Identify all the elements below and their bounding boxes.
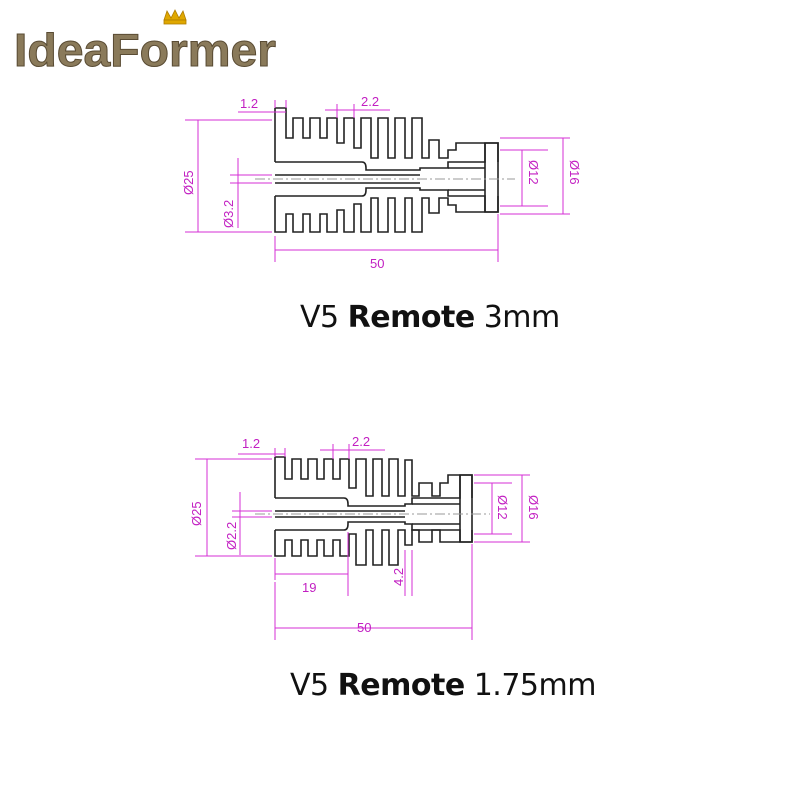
caption-name: Remote xyxy=(337,668,466,703)
caption-v5-remote-1-75mm: V5 Remote 1.75mm xyxy=(290,668,596,703)
caption-model: V5 xyxy=(300,300,339,335)
crown-icon xyxy=(163,9,187,25)
dimension-lines xyxy=(185,100,570,262)
heatsink-outline xyxy=(255,107,515,233)
dimension-lines xyxy=(195,444,530,640)
dim-outer-dia: Ø25 xyxy=(181,170,196,195)
caption-size: 3mm xyxy=(483,300,561,335)
dim-outer-dia: Ø25 xyxy=(189,501,204,526)
dim-step: 4.2 xyxy=(391,568,406,586)
diagram-v5-remote-1-75mm: 1.2 2.2 Ø25 Ø2.2 Ø12 Ø16 19 4.2 50 xyxy=(189,434,541,640)
caption-name: Remote xyxy=(347,300,476,335)
dim-neck-dia: Ø12 xyxy=(526,160,541,185)
ideaformer-logo: IdeaFormer xyxy=(14,9,277,77)
heatsink-outline xyxy=(255,456,490,566)
dim-fin-gap: 2.2 xyxy=(361,94,379,109)
dim-fin-gap: 2.2 xyxy=(352,434,370,449)
dim-thread-dia: Ø16 xyxy=(567,160,582,185)
dim-bore-dia: Ø3.2 xyxy=(221,200,236,228)
dim-length: 50 xyxy=(370,256,384,271)
caption-model: V5 xyxy=(290,668,329,703)
dim-fin-width: 1.2 xyxy=(240,96,258,111)
diagram-v5-remote-3mm: 1.2 2.2 Ø25 Ø3.2 Ø12 Ø16 50 xyxy=(181,94,582,271)
dim-bore-depth: 19 xyxy=(302,580,316,595)
dim-fin-width: 1.2 xyxy=(242,436,260,451)
caption-v5-remote-3mm: V5 Remote 3mm xyxy=(300,300,560,335)
caption-size: 1.75mm xyxy=(473,668,597,703)
dim-neck-dia: Ø12 xyxy=(495,495,510,520)
dim-length: 50 xyxy=(357,620,371,635)
dim-thread-dia: Ø16 xyxy=(526,495,541,520)
dim-bore-dia: Ø2.2 xyxy=(224,522,239,550)
logo-text: IdeaFormer xyxy=(14,24,276,76)
